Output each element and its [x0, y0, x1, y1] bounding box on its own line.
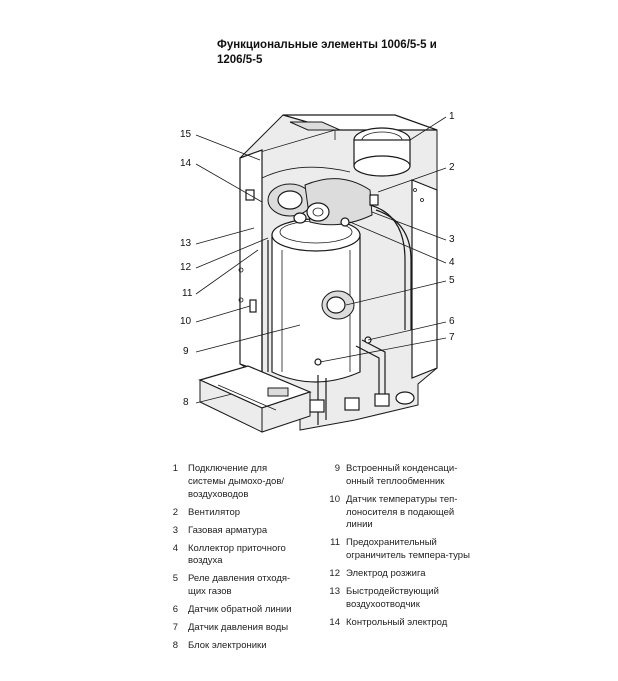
- legend-text: Вентилятор: [188, 506, 241, 518]
- callout-7: 7: [449, 332, 455, 343]
- legend-number: 7: [172, 622, 178, 634]
- callout-15: 15: [180, 129, 192, 140]
- callout-6: 6: [449, 316, 455, 327]
- callout-4: 4: [449, 257, 455, 268]
- callout-8: 8: [183, 397, 189, 408]
- legend-number: 8: [172, 640, 178, 652]
- legend-item: 13 Быстродействующий воздухоотводчик: [326, 586, 474, 612]
- legend-item: 8 Блок электроники: [162, 640, 300, 653]
- legend-text: Коллектор приточного воздуха: [188, 542, 286, 567]
- legend-text: Датчик температуры теп-лоносителя в пода…: [346, 493, 458, 531]
- legend-text: Реле давления отходя-щих газов: [188, 573, 291, 598]
- legend-item: 1 Подключение для системы дымохо-дов/возд…: [162, 463, 300, 501]
- legend-text: Подключение для системы дымохо-дов/возду…: [188, 463, 285, 500]
- legend-item: 9 Встроенный конденсаци-онный теплообменн…: [326, 463, 474, 489]
- electronics-box: [198, 365, 312, 433]
- legend-item: 10 Датчик температуры теп-лоносителя в по…: [326, 494, 474, 532]
- callout-2: 2: [449, 162, 455, 173]
- heat-exchanger: [271, 218, 361, 383]
- legend-item: 11 Предохранительный ограничитель темпера…: [326, 537, 474, 563]
- legend-number: 3: [172, 524, 178, 536]
- legend-number: 12: [329, 568, 340, 580]
- legend-item: 5 Реле давления отходя-щих газов: [162, 573, 300, 599]
- legend-number: 1: [172, 463, 178, 474]
- legend-item: 12 Электрод розжига: [326, 568, 474, 581]
- legend-text: Контрольный электрод: [346, 616, 448, 628]
- legend-number: 4: [172, 542, 178, 554]
- fan-assembly: [261, 166, 373, 227]
- pipes: [261, 204, 412, 425]
- legend-text: Быстродействующий воздухоотводчик: [346, 586, 439, 610]
- legend-number: 14: [329, 616, 340, 628]
- legend-number: 6: [172, 604, 178, 616]
- legend-text: Датчик давления воды: [188, 622, 289, 634]
- legend-left: 1 Подключение для системы дымохо-дов/возд…: [162, 463, 300, 658]
- legend-text: Встроенный конденсаци-онный теплообменни…: [346, 463, 458, 487]
- legend-item: 14 Контрольный электрод: [326, 617, 474, 630]
- callout-12: 12: [180, 262, 192, 273]
- legend-number: 10: [329, 493, 340, 505]
- legend-item: 3 Газовая арматура: [162, 525, 300, 538]
- callout-14: 14: [180, 158, 192, 169]
- legend-item: 6 Датчик обратной линии: [162, 604, 300, 617]
- legend-right: 9 Встроенный конденсаци-онный теплообменн…: [326, 463, 474, 635]
- callout-13: 13: [180, 238, 192, 249]
- callout-10: 10: [180, 316, 192, 327]
- callout-11: 11: [182, 288, 193, 299]
- legend-number: 9: [334, 463, 340, 474]
- pressure-switch: [321, 290, 355, 320]
- legend-text: Блок электроники: [188, 640, 267, 652]
- leader-lines: [195, 116, 447, 404]
- callout-9: 9: [183, 346, 189, 357]
- callout-5: 5: [449, 275, 455, 286]
- page-title: Функциональные элементы 1006/5-5 и 1206/…: [217, 38, 477, 68]
- title-line-2: 1206/5-5: [217, 54, 263, 66]
- title-line-1: Функциональные элементы 1006/5-5 и: [217, 39, 437, 51]
- legend-number: 11: [330, 537, 340, 549]
- legend-text: Предохранительный ограничитель темпера-т…: [346, 537, 470, 562]
- legend-text: Датчик обратной линии: [188, 604, 292, 616]
- callout-1: 1: [449, 111, 455, 122]
- legend-number: 5: [172, 573, 178, 585]
- legend-item: 2 Вентилятор: [162, 507, 300, 520]
- legend-text: Электрод розжига: [346, 568, 426, 580]
- legend-item: 4 Коллектор приточного воздуха: [162, 543, 300, 569]
- legend-number: 13: [329, 586, 340, 598]
- bottom-fittings: [309, 391, 415, 413]
- legend-item: 7 Датчик давления воды: [162, 622, 300, 635]
- legend-number: 2: [172, 506, 178, 518]
- flue-connection: [353, 127, 411, 177]
- legend-text: Газовая арматура: [188, 524, 268, 536]
- callout-3: 3: [449, 234, 455, 245]
